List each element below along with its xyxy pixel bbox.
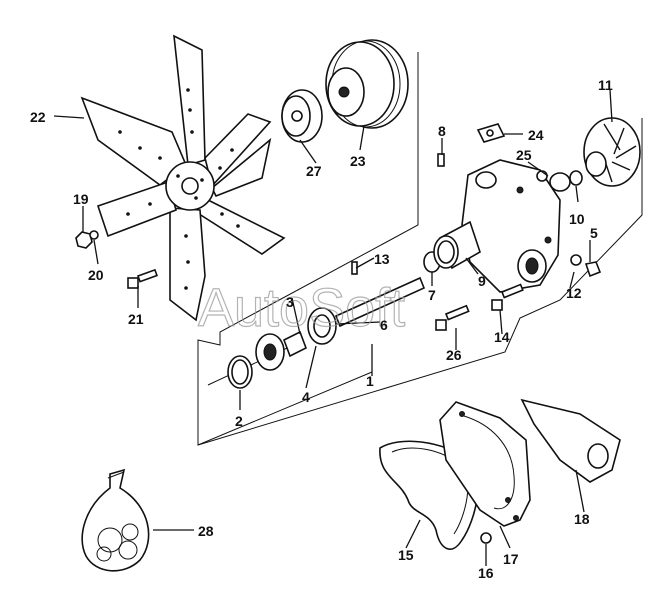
callout-20: 20 (88, 267, 104, 283)
callout-14: 14 (494, 329, 510, 345)
impeller (583, 117, 641, 187)
callout-7: 7 (428, 287, 436, 303)
callout-6: 6 (380, 317, 388, 333)
water-pump-pulley (325, 39, 409, 129)
pump-housing (433, 159, 561, 293)
callout-19: 19 (73, 191, 89, 207)
callout-16: 16 (478, 565, 494, 581)
callout-28: 28 (198, 523, 214, 539)
callout-5: 5 (590, 225, 598, 241)
callout-26: 26 (446, 347, 462, 363)
callout-13: 13 (374, 251, 390, 267)
cover-bolt (480, 532, 492, 544)
mounting-bracket (520, 398, 621, 483)
repair-kit-bag (81, 468, 150, 572)
callout-3: 3 (286, 294, 294, 310)
callout-labels: 1 2 3 4 5 6 7 8 9 10 11 12 13 14 15 16 1… (30, 77, 613, 581)
callout-17: 17 (503, 551, 519, 567)
callout-8: 8 (438, 123, 446, 139)
callout-9: 9 (478, 273, 486, 289)
callout-11: 11 (598, 77, 613, 93)
callout-21: 21 (128, 311, 144, 327)
callout-leader-lines (53, 89, 613, 566)
callout-2: 2 (235, 413, 243, 429)
pump-cover-plate (439, 401, 531, 527)
watermark-text: AutoSoft (198, 278, 405, 338)
callout-18: 18 (574, 511, 590, 527)
callout-1: 1 (366, 373, 374, 389)
callout-27: 27 (306, 163, 322, 179)
callout-4: 4 (302, 389, 310, 405)
fan-hub-spacer (281, 89, 323, 143)
callout-10: 10 (569, 211, 585, 227)
callout-15: 15 (398, 547, 414, 563)
callout-24: 24 (528, 127, 544, 143)
callout-25: 25 (516, 147, 532, 163)
callout-12: 12 (566, 285, 582, 301)
callout-23: 23 (350, 153, 366, 169)
assembly-bracket-lines (197, 52, 643, 446)
fan-mount-bolt (127, 268, 158, 289)
callout-22: 22 (30, 109, 46, 125)
housing-bolts (435, 254, 602, 331)
fan-bolts (75, 230, 99, 249)
fan-blade-assembly (80, 34, 286, 322)
